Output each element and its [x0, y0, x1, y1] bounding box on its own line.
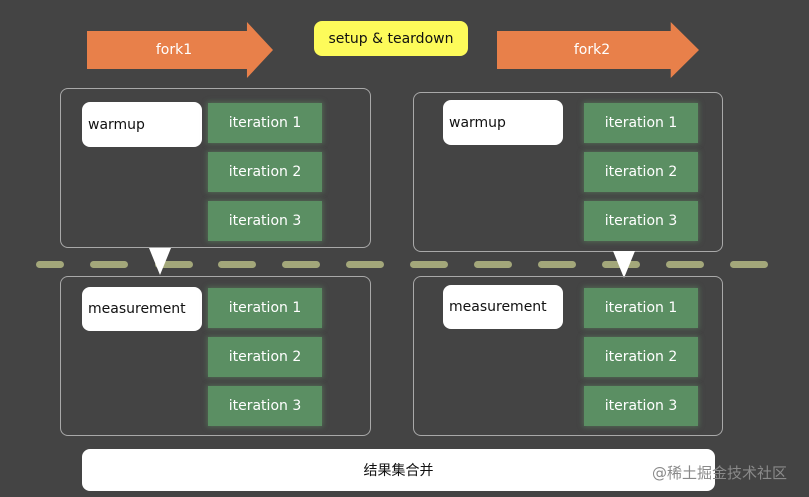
- divider-dash: [410, 261, 448, 268]
- fork2-down-arrow: [613, 251, 635, 278]
- fork2-label: fork2: [573, 42, 611, 58]
- fork1-warmup-iteration-1: iteration 1: [208, 103, 322, 143]
- watermark: @稀土掘金技术社区: [652, 464, 788, 482]
- fork2-measurement-iteration-2: iteration 2: [584, 337, 698, 377]
- result-merge-label: 结果集合并: [363, 463, 434, 479]
- fork2-measurement-iteration-3: iteration 3: [584, 386, 698, 426]
- fork1-warmup-iteration-2: iteration 2: [208, 152, 322, 192]
- divider-dash: [90, 261, 128, 268]
- fork2-measurement-panel: [413, 276, 723, 436]
- fork1-measurement-iteration-2: iteration 2: [208, 337, 322, 377]
- result-merge-bar: 结果集合并: [82, 449, 715, 491]
- fork2-measurement-iteration-1: iteration 1: [584, 288, 698, 328]
- fork1-down-arrow: [149, 248, 171, 275]
- divider-dash: [730, 261, 768, 268]
- fork1-measurement-label: measurement: [82, 287, 202, 331]
- fork1-warmup-label: warmup: [82, 102, 202, 147]
- fork1-warmup-iteration-3: iteration 3: [208, 201, 322, 241]
- fork1-warmup-panel: [60, 88, 371, 248]
- fork1-arrow: fork1: [87, 22, 273, 78]
- fork1-measurement-iteration-1: iteration 1: [208, 288, 322, 328]
- divider-dash: [474, 261, 512, 268]
- divider-dash: [666, 261, 704, 268]
- divider-dash: [155, 261, 193, 268]
- fork2-warmup-iteration-2: iteration 2: [584, 152, 698, 192]
- fork2-measurement-label: measurement: [443, 285, 563, 329]
- fork2-warmup-panel: [413, 92, 723, 252]
- setup-teardown-text: setup & teardown: [328, 30, 454, 47]
- fork2-warmup-iteration-3: iteration 3: [584, 201, 698, 241]
- divider-dash: [36, 261, 64, 268]
- divider-dash: [346, 261, 384, 268]
- setup-teardown-label: setup & teardown: [314, 21, 468, 56]
- fork2-arrow: fork2: [497, 22, 699, 78]
- fork2-warmup-iteration-1: iteration 1: [584, 103, 698, 143]
- fork1-label: fork1: [155, 42, 193, 58]
- fork1-measurement-iteration-3: iteration 3: [208, 386, 322, 426]
- fork1-measurement-panel: [60, 276, 371, 436]
- divider-dash: [538, 261, 576, 268]
- fork2-warmup-label: warmup: [443, 100, 563, 145]
- divider-dash: [218, 261, 256, 268]
- divider-dash: [282, 261, 320, 268]
